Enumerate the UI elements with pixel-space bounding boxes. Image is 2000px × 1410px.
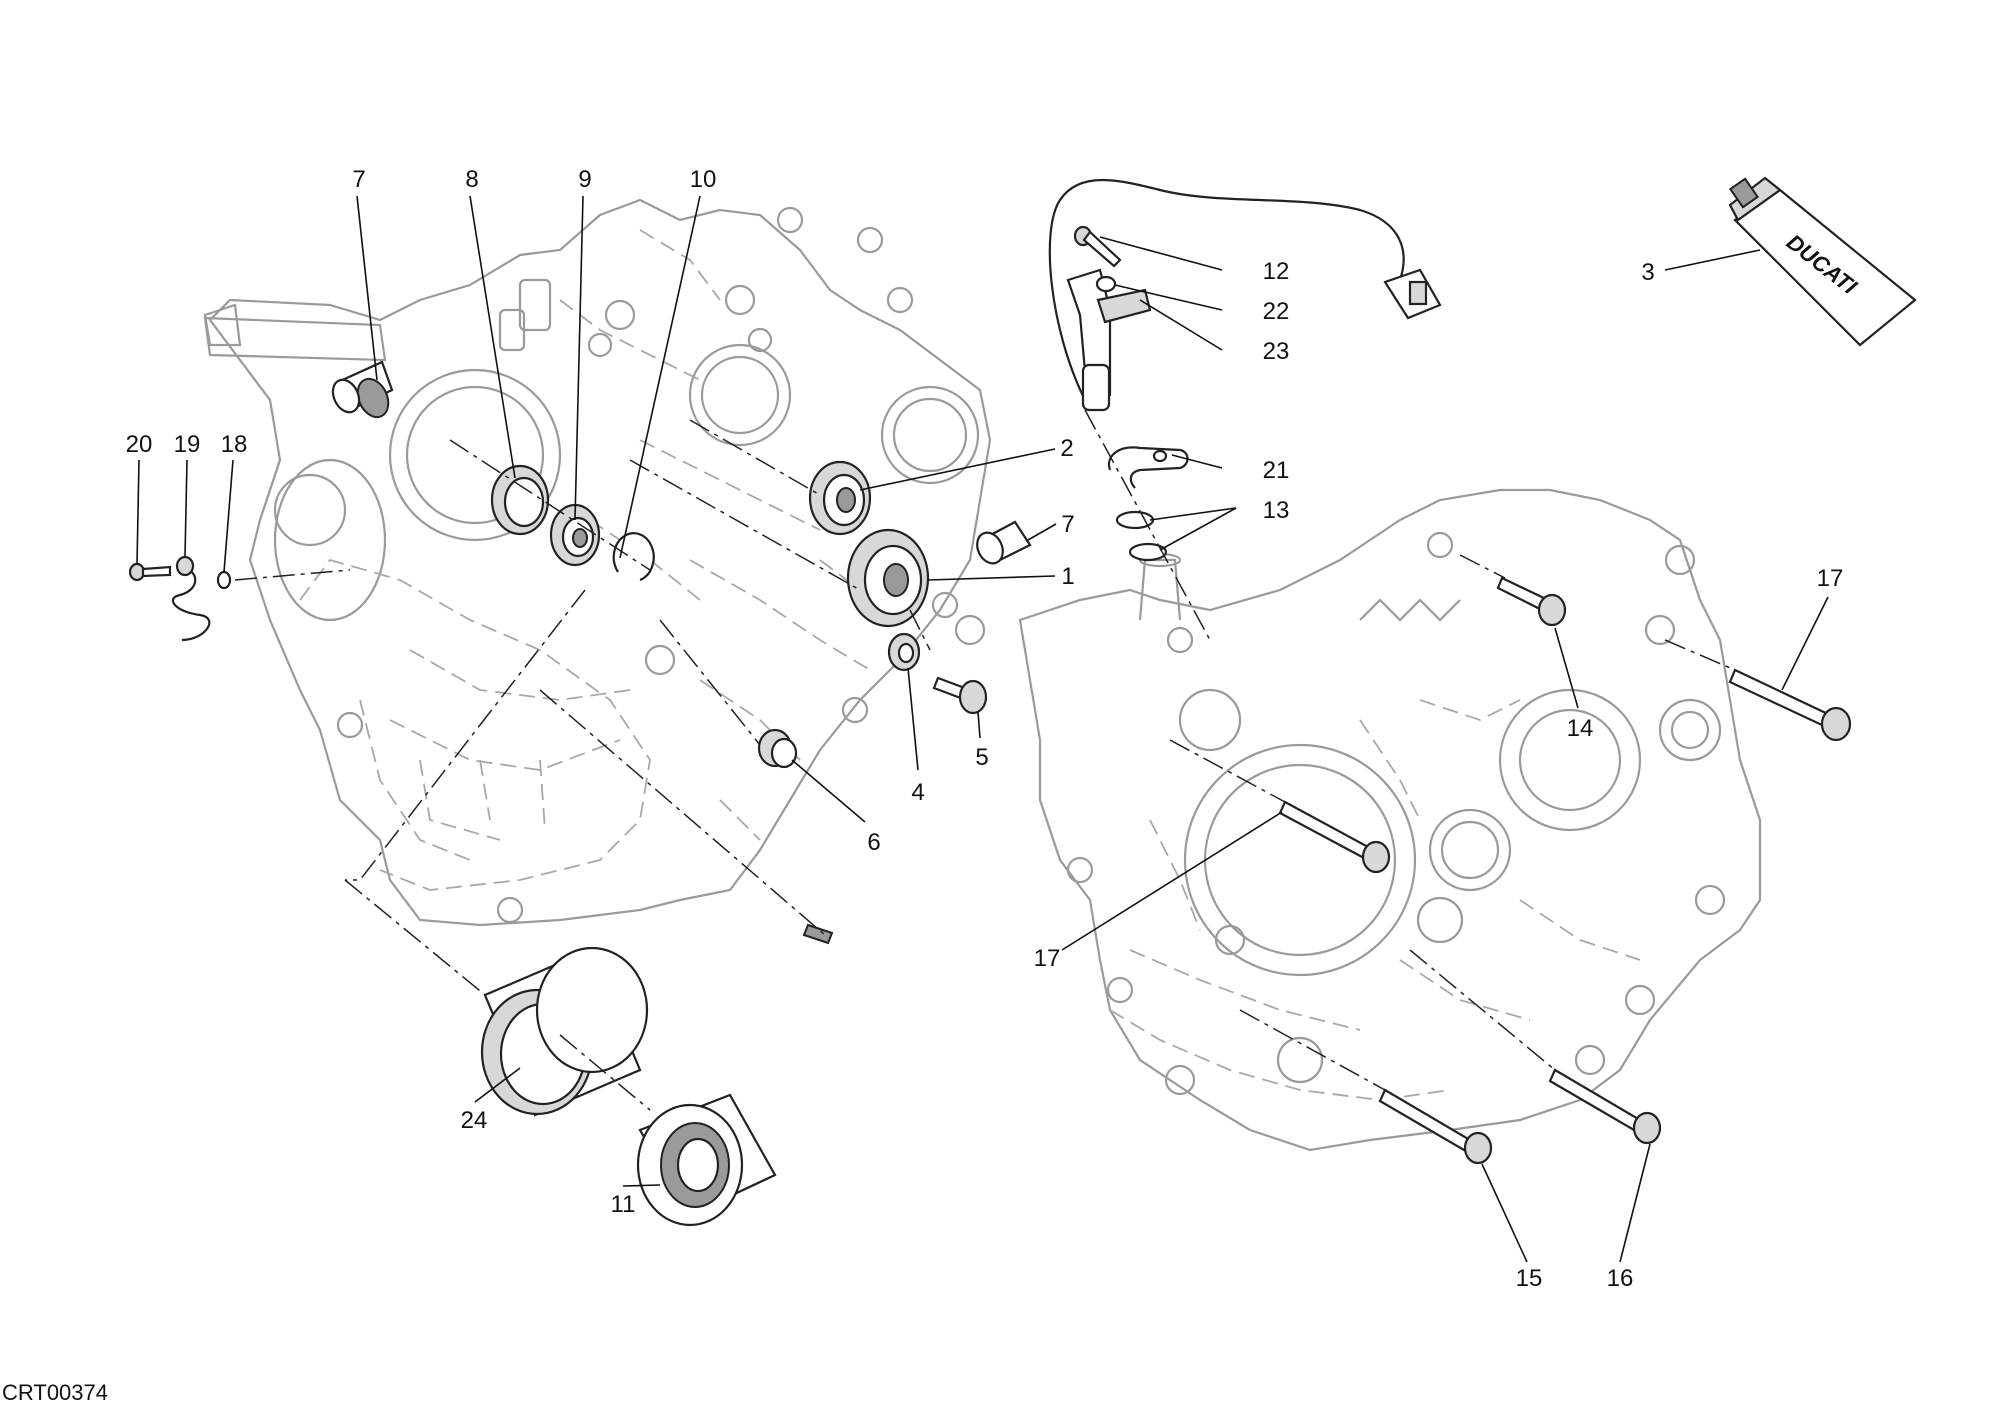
callout-7-upper: 7 [352,166,365,193]
callout-18: 18 [221,431,248,458]
part-7-dowel-upper [331,360,394,419]
part-21-bracket [1107,446,1189,489]
right-crankcase-half [1018,488,1762,1152]
part-9-bearing [549,503,601,567]
callout-24: 24 [461,1107,488,1134]
part-17-bolt-center [1278,800,1391,874]
part-18-washer [216,570,232,590]
callout-21: 21 [1263,457,1290,484]
part-6-plug [757,728,798,769]
sensor-assembly [1048,179,1442,412]
callout-7-right: 7 [1061,511,1074,538]
callout-4: 4 [911,779,924,806]
callout-9: 9 [578,166,591,193]
document-code: CRT00374 [2,1380,108,1405]
part-4-washer [887,632,921,672]
part-8-oil-seal [490,464,550,536]
callout-16: 16 [1607,1265,1634,1292]
part-17-bolt-right [1728,668,1852,742]
part-3-sealant-tube: DUCATI [1728,176,1917,347]
callout-numbers: 7 8 9 10 20 19 18 2 7 1 4 5 6 24 11 12 2… [126,166,1844,1292]
part-2-bearing [808,460,872,536]
callout-11: 11 [611,1191,636,1218]
grub-screw [802,923,834,945]
part-11-roller-bearing [636,1093,777,1227]
callout-17-right: 17 [1817,565,1844,592]
part-7-dowel-right [976,520,1032,565]
callout-3: 3 [1641,259,1654,286]
callout-17-center: 17 [1034,945,1061,972]
part-24-bearing-cup [480,946,649,1117]
callout-12: 12 [1263,258,1290,285]
leader-lines [136,195,1829,1263]
callout-5: 5 [975,744,988,771]
part-19-clip [172,555,211,642]
callout-1: 1 [1061,563,1074,590]
callout-19: 19 [174,431,201,458]
callout-14: 14 [1567,715,1594,742]
part-14-bolt [1496,576,1567,627]
part-16-bolt [1548,1068,1662,1145]
callout-13: 13 [1263,497,1290,524]
part-20-screw [128,562,172,582]
assembly-axes [234,409,1736,1111]
part-5-bolt [932,676,988,715]
part-10-circlip [612,532,655,582]
callout-15: 15 [1516,1265,1543,1292]
part-12-screw [1073,225,1122,268]
part-13-o-rings [1115,510,1168,562]
callout-2: 2 [1060,435,1073,462]
callout-10: 10 [690,166,717,193]
part-1-main-bearing [846,528,930,628]
callout-8: 8 [465,166,478,193]
callout-22: 22 [1263,298,1290,325]
callout-23: 23 [1263,338,1290,365]
callout-6: 6 [867,829,880,856]
part-15-bolt [1378,1088,1493,1165]
part-22-washer [1095,275,1117,293]
callout-20: 20 [126,431,153,458]
